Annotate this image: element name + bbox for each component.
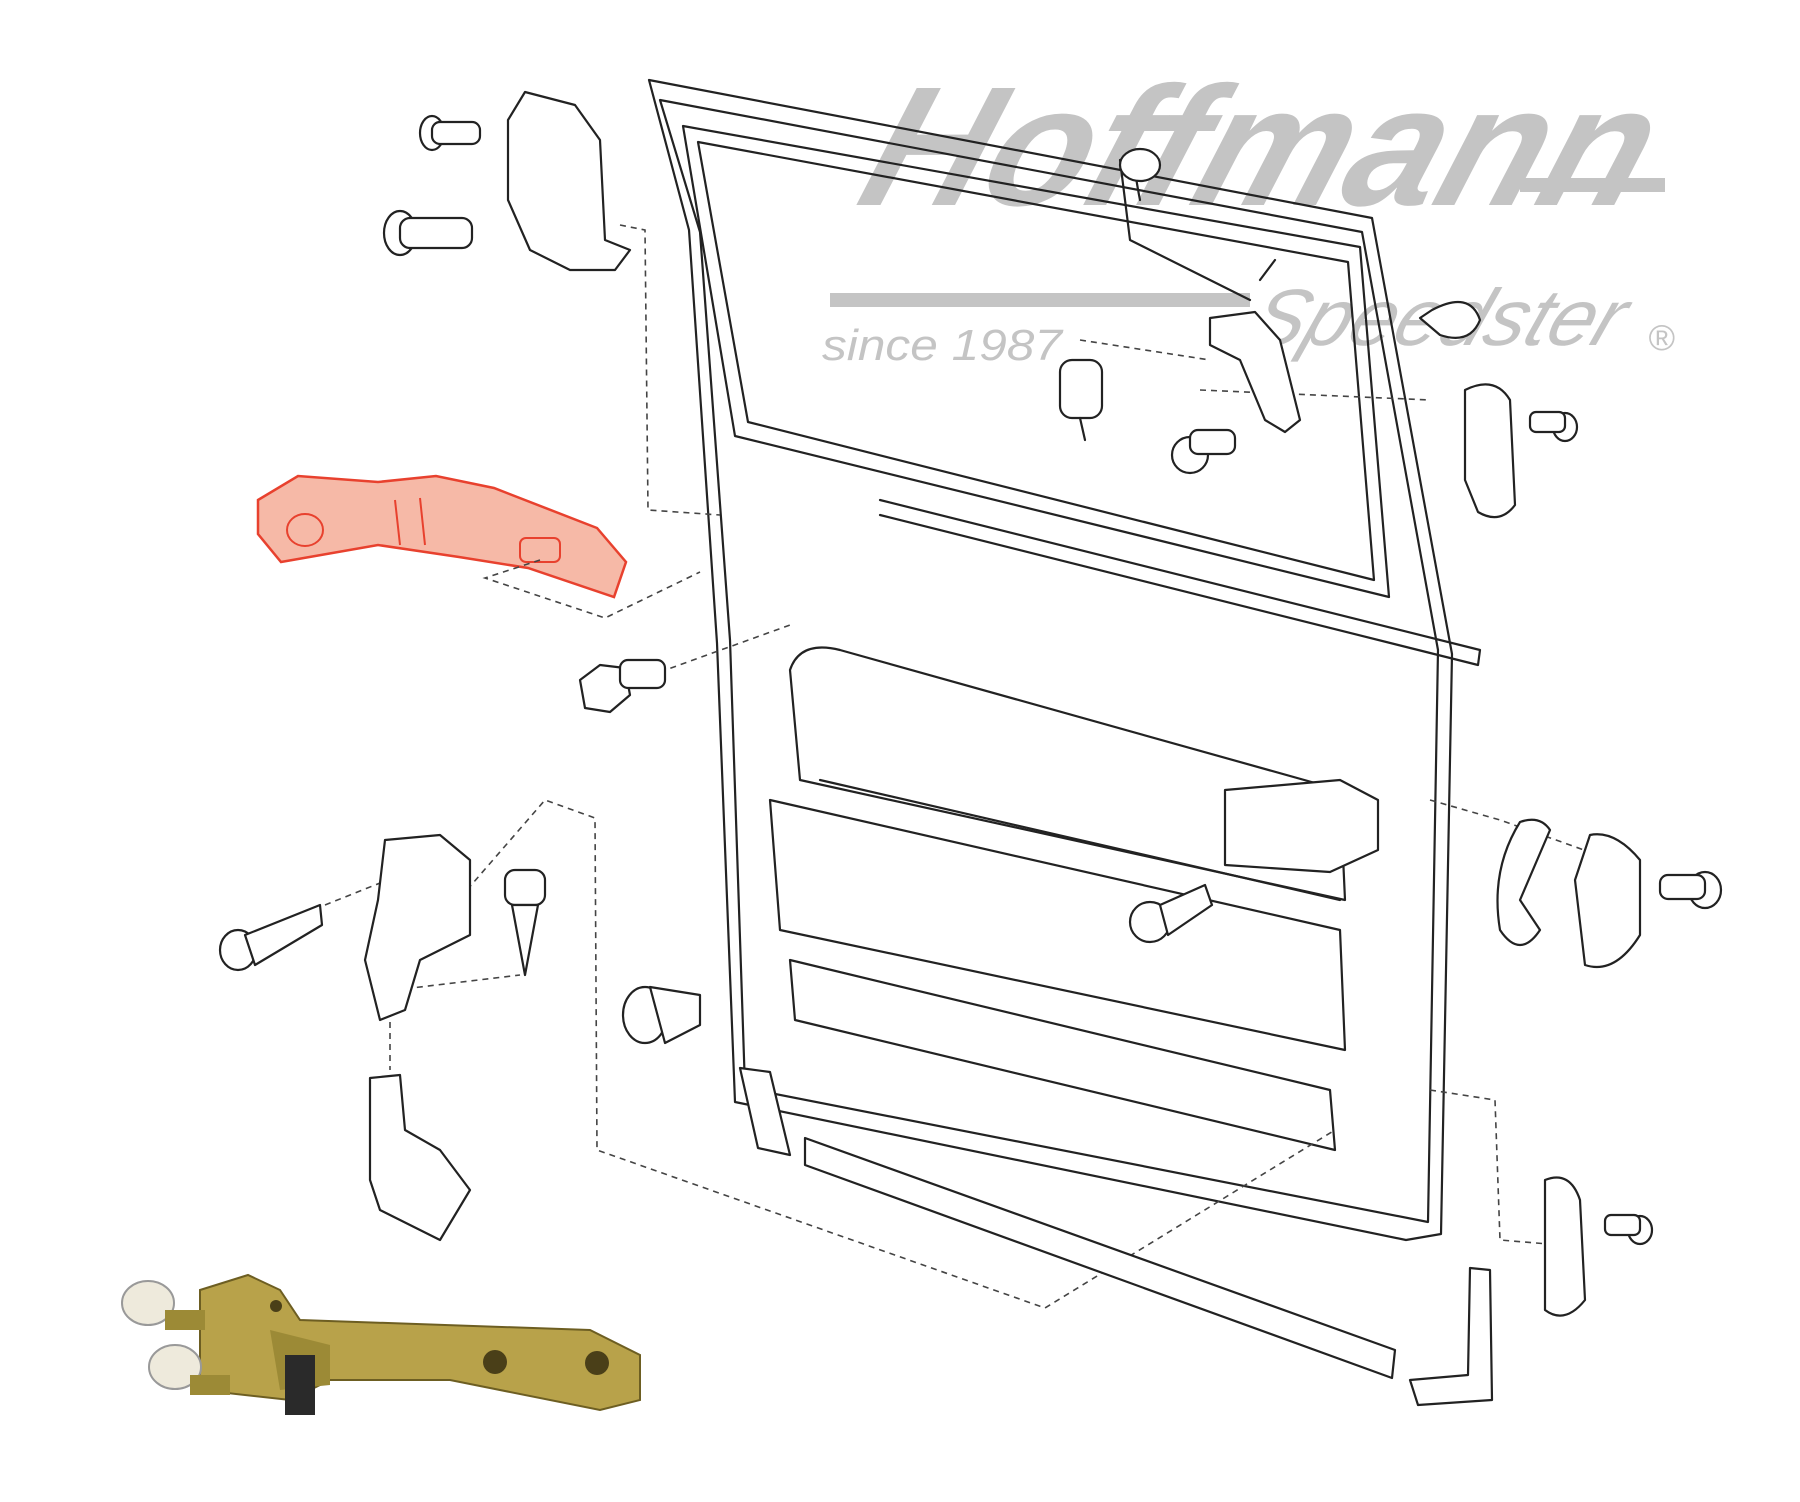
door-guide-middle — [1496, 818, 1552, 947]
bolt-icon — [578, 658, 667, 714]
upper-roller-bracket — [1208, 310, 1302, 434]
screw-icon — [1170, 428, 1237, 475]
lower-roller-carrier — [368, 1073, 472, 1242]
logo-dash — [1520, 178, 1665, 192]
screw-icon — [418, 114, 482, 152]
lower-hinge-bracket — [363, 833, 472, 1022]
logo-registered-mark: ® — [1648, 317, 1675, 358]
door-guide-upper — [1463, 383, 1517, 519]
logo-underline — [830, 293, 1250, 307]
screw-icon — [1528, 410, 1579, 443]
highlighted-part[interactable] — [256, 474, 628, 599]
screw-icon — [1603, 1213, 1654, 1246]
trim-corner — [1408, 1266, 1494, 1407]
door-guide-lower — [1543, 1176, 1587, 1317]
trim-strip — [803, 1136, 1397, 1380]
door-guide-cover — [1573, 833, 1642, 969]
lock-latch — [1223, 778, 1380, 874]
screw-icon — [1058, 358, 1104, 442]
roller-icon — [121, 1280, 202, 1390]
hardware-parts — [218, 90, 1723, 1407]
hinge-plate — [199, 1273, 641, 1412]
plug-icon — [1418, 300, 1482, 339]
screw-icon — [382, 209, 474, 257]
product-photo — [121, 1273, 641, 1415]
bump-stop-icon — [621, 985, 702, 1045]
screw-icon — [503, 868, 547, 977]
screw-icon — [1128, 883, 1214, 944]
trim-piece-small — [738, 1066, 792, 1157]
logo-tagline: since 1987 — [822, 321, 1064, 370]
door-striker-bracket — [506, 90, 632, 272]
brand-logo: Hoffmann Speedster since 1987 ® — [822, 51, 1683, 370]
logo-brand-line1: Hoffmann — [842, 51, 1684, 241]
screw-icon — [1658, 870, 1723, 910]
hinge-arm-highlight[interactable] — [256, 474, 628, 599]
sliding-door — [647, 78, 1482, 1242]
screw-icon — [218, 903, 324, 972]
